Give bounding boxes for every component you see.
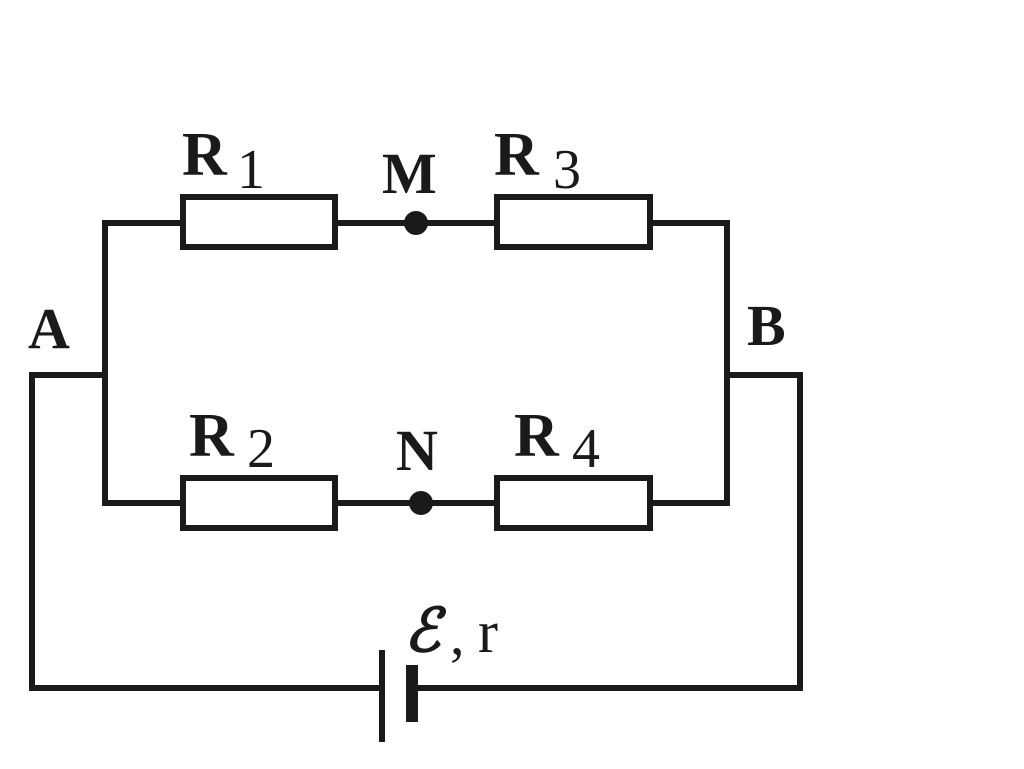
- battery-label: ℰ , r: [404, 598, 498, 667]
- node-n-dot: [409, 491, 433, 515]
- resistor-r1: [180, 194, 338, 250]
- node-n-label: N: [396, 418, 438, 483]
- r1-label: R 1: [182, 121, 265, 201]
- outer-loop-wire-right: [409, 372, 803, 691]
- resistor-r4: [494, 475, 653, 531]
- r4-label: R 4: [514, 402, 600, 480]
- r1-letter: R: [182, 121, 228, 189]
- r2-label: R 2: [189, 402, 275, 480]
- node-m-dot: [404, 211, 428, 235]
- node-m-label: M: [382, 141, 437, 206]
- r4-letter: R: [514, 402, 560, 470]
- r3-label: R 3: [494, 121, 581, 201]
- internal-resistance-symbol: r: [478, 599, 498, 665]
- node-b-label: B: [747, 293, 786, 358]
- r3-subscript: 3: [553, 139, 581, 201]
- emf-separator: ,: [450, 602, 465, 667]
- resistor-r2: [180, 475, 338, 531]
- r4-subscript: 4: [572, 418, 600, 480]
- resistor-r3: [494, 194, 653, 250]
- r2-letter: R: [189, 402, 235, 470]
- outer-loop-wire-left: [29, 372, 385, 691]
- emf-symbol: ℰ: [404, 598, 447, 664]
- r3-letter: R: [494, 121, 540, 189]
- node-a-label: A: [28, 296, 70, 361]
- r1-subscript: 1: [237, 139, 265, 201]
- r2-subscript: 2: [247, 418, 275, 480]
